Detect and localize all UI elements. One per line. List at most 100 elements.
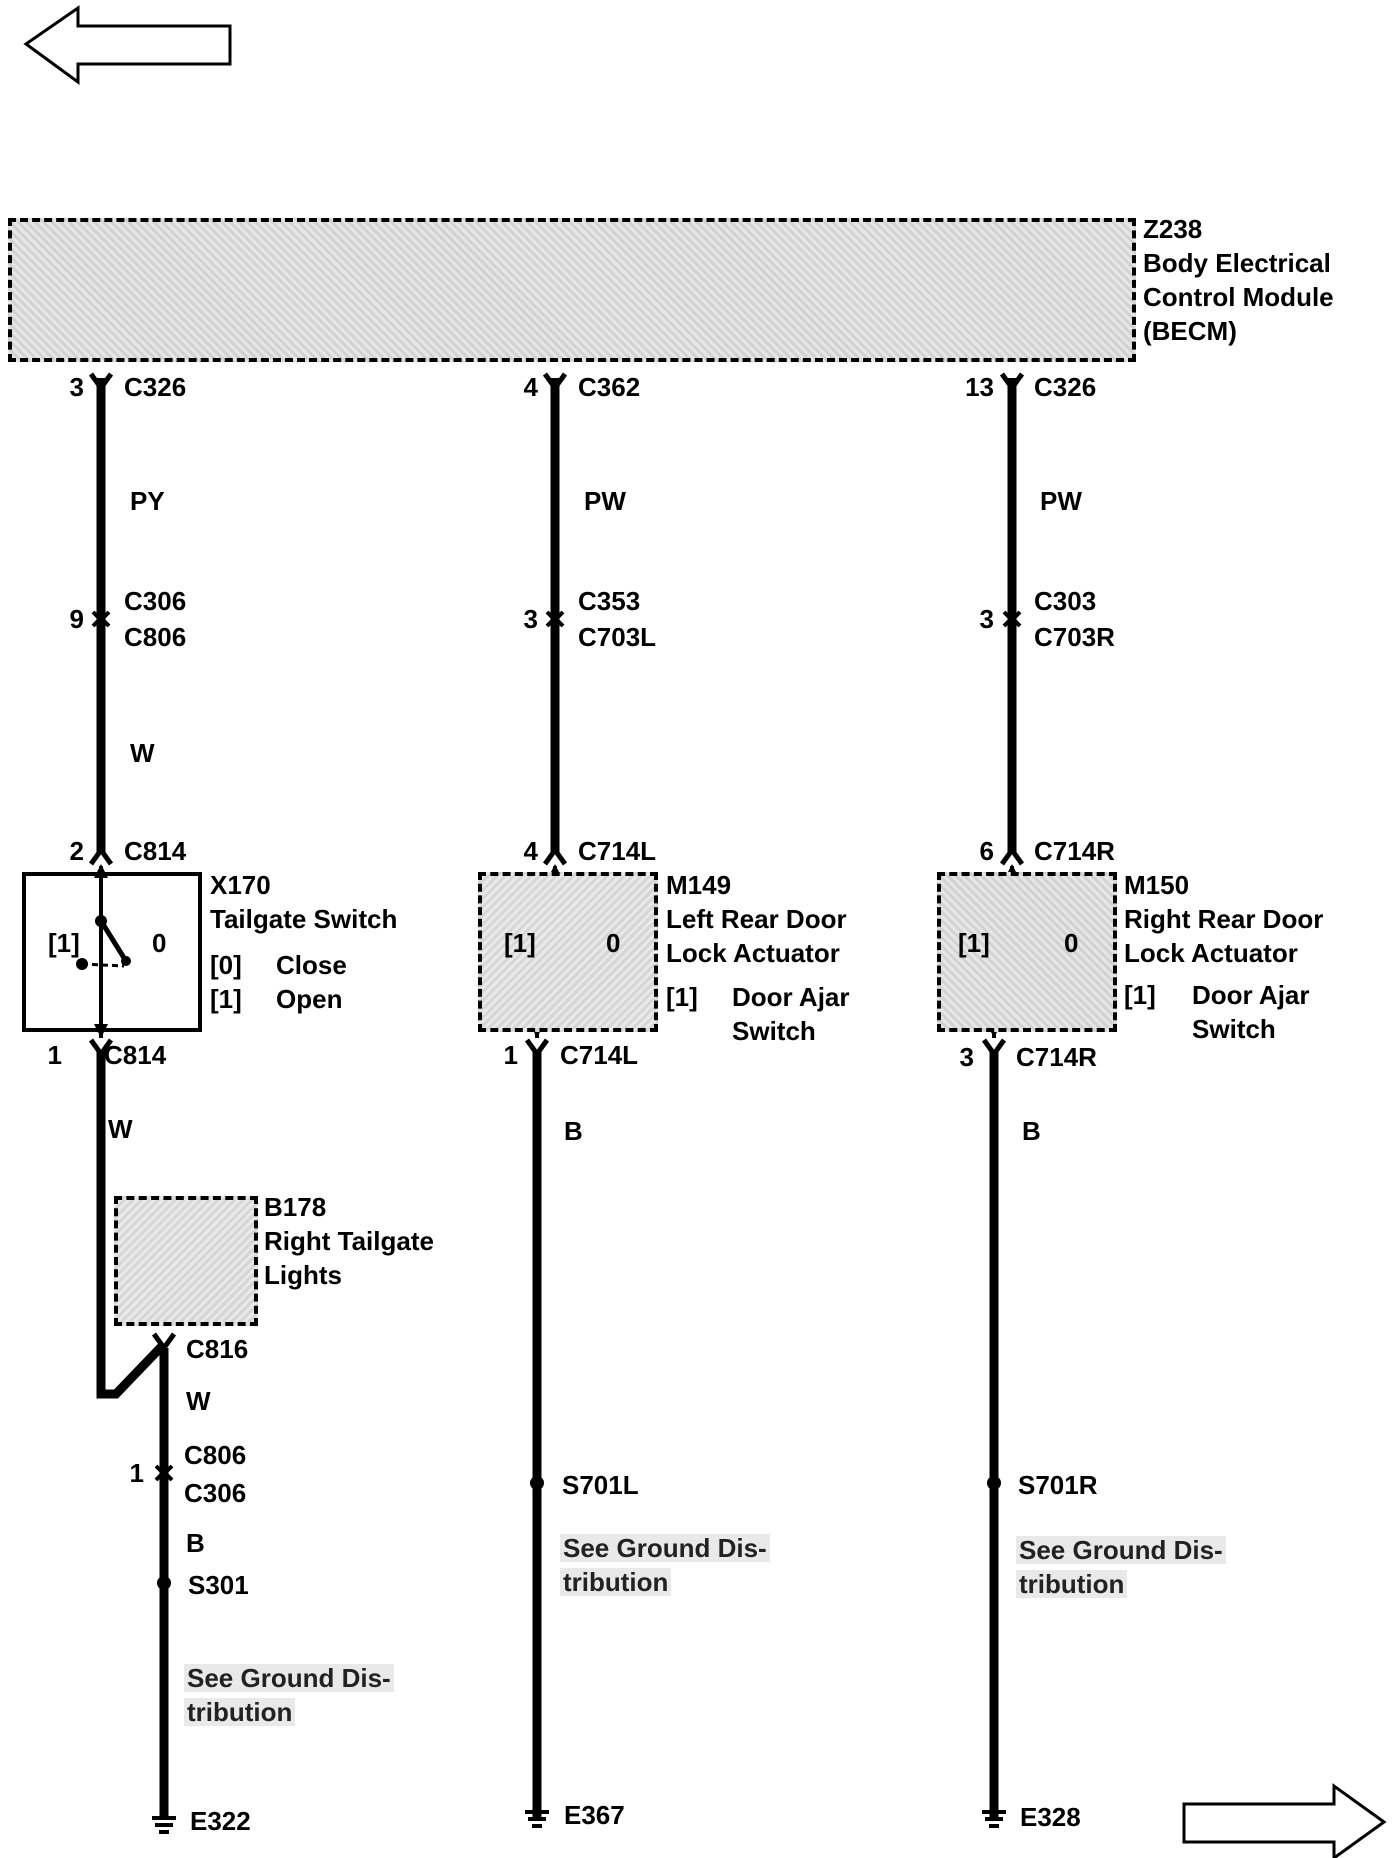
switch-state-1: [1] [504,928,536,958]
device-box-m150 [937,872,1117,1032]
connector-label: C703R [1034,622,1115,652]
connector-label: C714L [578,836,657,866]
connector-c326-13 [999,372,1025,393]
ground-note-link[interactable]: tribution [1016,1570,1128,1598]
switch-state-0: 0 [606,928,621,958]
pin-number: 1 [503,1040,518,1070]
device-box-b178 [114,1196,258,1326]
legend-code: [0] [210,950,242,980]
ground-icon [982,1810,1006,1828]
splice-dot-s301 [157,1576,171,1590]
lights-name: Lights [264,1260,342,1290]
module-name-line2: Control Module [1143,282,1334,312]
connector-label: C816 [186,1334,249,1364]
pin-number: 4 [523,836,538,866]
pin-number: 4 [523,372,538,402]
module-name-line3: (BECM) [1143,316,1237,346]
legend-text: Switch [1192,1014,1276,1044]
switch-state-0: 0 [1064,928,1079,958]
pin-number: 1 [129,1458,144,1488]
pin-number: 3 [979,604,994,634]
connector-label: C814 [124,836,187,866]
tailgate-switch-symbol [76,864,131,1038]
arrow-right-icon[interactable] [1182,1783,1387,1858]
wire-color: PW [584,486,626,516]
legend-code: [1] [666,982,698,1012]
connector-c714l-top [542,845,568,866]
ground-label: E322 [190,1806,251,1836]
connector-c714l-bot [524,1038,550,1059]
ground-note-link[interactable]: See Ground Dis- [560,1534,770,1562]
switch-state-0: 0 [152,928,167,958]
pin-number: 13 [965,372,994,402]
lights-name: Right Tailgate [264,1226,434,1256]
splice-dot-s701l [530,1476,544,1490]
connector-c814-bot [88,1038,114,1059]
device-box-x170 [22,872,202,1032]
splice-label: S301 [188,1570,249,1600]
pin-number: 6 [979,836,994,866]
wire-color: W [130,738,155,768]
device-name: Right Rear Door [1124,904,1324,934]
connector-label: C353 [578,586,641,616]
wire-color: W [108,1114,133,1144]
device-name: Tailgate Switch [210,904,398,934]
ground-note-link[interactable]: See Ground Dis- [1016,1536,1226,1564]
connector-label: C714R [1034,836,1115,866]
legend-code: [1] [1124,980,1156,1010]
wire-color: B [564,1116,583,1146]
pin-number: 3 [69,372,84,402]
connector-label: C714L [560,1040,639,1070]
pin-number: 2 [69,836,84,866]
pin-number: 3 [959,1042,974,1072]
ground-note-link[interactable]: tribution [184,1698,296,1726]
switch-state-1: [1] [48,928,80,958]
connector-label: C703L [578,622,657,652]
connector-label: C806 [184,1440,247,1470]
ground-note-link[interactable]: tribution [560,1568,672,1596]
device-box-m149 [478,872,658,1032]
legend-text: Door Ajar [732,982,850,1012]
ground-label: E328 [1020,1802,1081,1832]
module-name-line1: Body Electrical [1143,248,1331,278]
connector-c816 [151,1332,177,1353]
connector-c303 [1002,610,1022,628]
connector-c353 [545,610,565,628]
device-name: Lock Actuator [666,938,840,968]
ground-icon [525,1810,549,1828]
circuit-3-wires [989,378,1017,1820]
ground-icon [152,1816,176,1834]
connector-label: C714R [1016,1042,1097,1072]
wire-color: B [1022,1116,1041,1146]
circuit-2-wires [532,378,560,1820]
splice-label: S701L [562,1470,639,1500]
connector-label: C306 [184,1478,247,1508]
device-name: Left Rear Door [666,904,847,934]
legend-text: Door Ajar [1192,980,1310,1010]
switch-state-1: [1] [958,928,990,958]
device-id: M149 [666,870,732,900]
connector-label: C306 [124,586,187,616]
legend-text: Open [276,984,343,1014]
pin-number: 3 [523,604,538,634]
arrow-left-icon[interactable] [23,5,232,85]
lights-id: B178 [264,1192,327,1222]
connector-label: C326 [124,372,187,402]
module-id: Z238 [1143,214,1203,244]
connector-label: C814 [104,1040,167,1070]
device-id: X170 [210,870,271,900]
pin-number: 9 [69,604,84,634]
wire-color: W [186,1386,211,1416]
connector-c806-low [154,1464,174,1482]
legend-text: Switch [732,1016,816,1046]
connector-c362 [542,372,568,393]
wire-color: B [186,1528,205,1558]
connector-label: C303 [1034,586,1097,616]
ground-note-link[interactable]: See Ground Dis- [184,1664,394,1692]
wire-color: PY [130,486,165,516]
connector-c714r-top [999,845,1025,866]
connector-c306-1 [91,610,111,628]
connector-c326-1 [88,372,114,393]
connector-c814-top [88,845,114,866]
